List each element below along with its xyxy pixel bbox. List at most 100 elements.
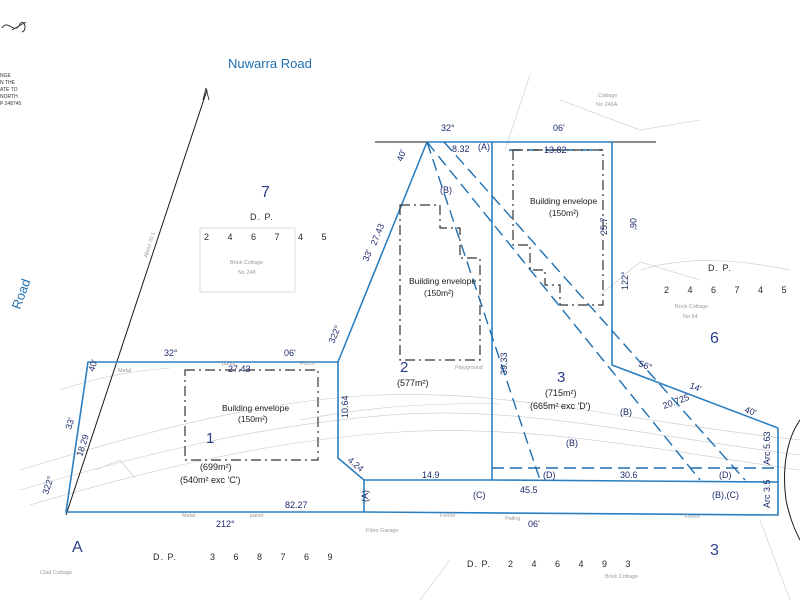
background-features — [19, 74, 800, 600]
north-arrow-tick — [202, 87, 210, 101]
dim-4-24: 4.24 — [346, 455, 366, 474]
dp-number-south: 3 6 8 7 6 9 — [210, 552, 341, 562]
svg-text:NGE: NGE — [0, 73, 12, 79]
building-no-6: No 64 — [683, 314, 698, 320]
lot-area-1: (699m²) — [200, 462, 232, 472]
corner-note: NGE N THE ATE TO NORTH P 248745 — [0, 73, 22, 107]
lot-number-2: 2 — [400, 359, 408, 376]
building-envelopes — [184, 149, 604, 461]
bearing-06-top: 06' — [553, 123, 565, 133]
corner-arc — [784, 419, 800, 541]
bearing-56: 56° — [637, 358, 654, 372]
dim-27-43-top: 27.43 — [228, 364, 251, 374]
bearing-33-lot2: 33' — [361, 248, 375, 263]
building-3: Brick Cottage — [605, 574, 638, 580]
cottage-top: Cottage — [598, 93, 617, 99]
easement-D2: (D) — [719, 470, 732, 480]
svg-text:ATE TO: ATE TO — [0, 87, 18, 93]
fence-note-panel-2: panel — [250, 513, 263, 519]
lot-number-3-neighbour: 3 — [710, 542, 719, 559]
bearing-40-left: 40' — [86, 358, 99, 373]
easement-A: (A) — [478, 142, 490, 152]
lot-number-7: 7 — [261, 184, 270, 201]
dp-number-3: 2 4 6 4 9 3 — [508, 559, 639, 569]
lot-number-3: 3 — [557, 369, 565, 386]
building-no-7: No 248 — [238, 270, 256, 276]
lot-number-A: A — [72, 539, 83, 556]
bearing-32-top: 32° — [441, 123, 455, 133]
easement-B3: (B) — [566, 438, 578, 448]
fence-note-fence-3: Fence — [685, 514, 700, 520]
fence-note-metal-1: Metal — [118, 368, 131, 374]
playground-label: Playground — [455, 365, 483, 371]
dim-10-64: 10.64 — [340, 395, 350, 418]
svg-text:NORTH: NORTH — [0, 94, 18, 100]
svg-text:N THE: N THE — [0, 80, 16, 86]
bearing-322-lot2: 322° — [327, 323, 343, 344]
bearing-33-left: 33' — [63, 416, 76, 431]
envelope-area-lot1: (150m²) — [238, 414, 268, 424]
dp-label-6: D. P. — [708, 263, 732, 273]
lot-area-1-exc: (540m² exc 'C') — [180, 475, 240, 485]
envelope-title-lot1: Building envelope — [222, 403, 289, 413]
dim-13-82: 13.82 — [544, 145, 567, 155]
garage-label: Fibro Garage — [366, 528, 398, 534]
road-length-label: About 70.1 — [143, 231, 157, 258]
surveyor-signature — [1, 21, 27, 33]
fence-note-panel-1: panel — [222, 361, 235, 367]
building-7: Brick Cottage — [230, 260, 263, 266]
easement-B2: (B) — [620, 407, 632, 417]
bearing-14: 14' — [688, 380, 703, 394]
road-reserve-line — [65, 89, 208, 516]
easement-B1: (B) — [440, 185, 452, 195]
lot-number-1: 1 — [206, 430, 214, 447]
fence-note-fence-1: Fence — [300, 361, 315, 367]
easement-D1: (D) — [543, 470, 556, 480]
building-A: Clad Cottage — [40, 570, 72, 576]
easement-BC: (B),(C) — [712, 490, 739, 500]
bearing-06-lot1: 06' — [284, 348, 296, 358]
envelope-area-lot2: (150m²) — [424, 288, 454, 298]
dim-14-9: 14.9 — [422, 470, 440, 480]
lot-area-3: (715m²) — [545, 388, 577, 398]
bearing-122: 122° — [620, 271, 630, 290]
envelope-area-lot3: (150m²) — [549, 208, 579, 218]
lot-area-3-exc: (665m² exc 'D') — [530, 401, 590, 411]
easement-AA: (A) — [360, 490, 370, 502]
fence-note-paling: Paling — [505, 516, 520, 522]
fence-note-metal-2: Metal — [182, 513, 195, 519]
bearing-212: 212° — [216, 519, 235, 529]
dp-number-7: 2 4 6 7 4 5 — [204, 232, 335, 242]
easement-C: (C) — [473, 490, 486, 500]
dim-25-7: 25.7 — [599, 217, 609, 235]
dim-82-27: 82.27 — [285, 500, 308, 510]
svg-text:P 248745: P 248745 — [0, 101, 22, 107]
bearing-06-bottom: 06' — [528, 519, 540, 529]
dp-number-6: 2 4 6 7 4 5 — [664, 285, 795, 295]
envelope-title-lot2: Building envelope — [409, 276, 476, 286]
lot-boundaries — [65, 141, 779, 516]
bearing-32-lot1: 32° — [164, 348, 178, 358]
bearing-40-top: 40' — [395, 148, 409, 163]
road-name-nuwarra: Nuwarra Road — [228, 56, 312, 71]
dim-27-43-diag: 27.43 — [369, 222, 387, 247]
envelope-title-lot3: Building envelope — [530, 196, 597, 206]
cottage-top-no: No 246A — [596, 102, 618, 108]
dim-30-6: 30.6 — [620, 470, 638, 480]
bearing-06-right: 06' — [628, 218, 638, 230]
dim-20-725: 20.725 — [661, 392, 690, 411]
dp-label-south: D. P. — [153, 552, 177, 562]
dim-arc-5-63: Arc 5.63 — [762, 431, 772, 465]
fence-note-fence-2: Fence — [440, 513, 455, 519]
dim-arc-3-5: Arc 3.5 — [762, 479, 772, 508]
bearing-40-right: 40' — [743, 404, 758, 418]
bearing-322-left: 322° — [40, 474, 55, 495]
dim-8-32: 8.32 — [452, 144, 470, 154]
dim-45-5: 45.5 — [520, 485, 538, 495]
dp-label-3: D. P. — [467, 559, 491, 569]
lot-number-6: 6 — [710, 330, 719, 347]
dim-39-33: 39.33 — [499, 352, 509, 375]
building-6: Brick Cottage — [675, 304, 708, 310]
road-name-side: Road — [9, 277, 34, 311]
